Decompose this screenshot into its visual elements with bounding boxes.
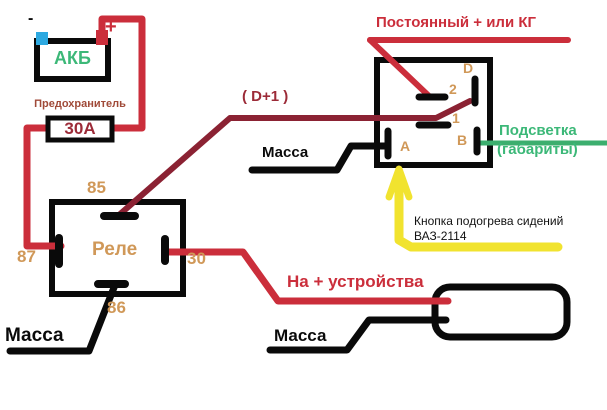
ground-label-right: Масса	[274, 326, 327, 345]
wire-ground-to-device	[266, 316, 450, 354]
relay-pin30-label: 30	[187, 249, 206, 268]
switch-pin2-label: 2	[449, 81, 457, 97]
wire-ground-to-relay86	[6, 281, 119, 355]
battery-minus-label: -	[28, 10, 34, 27]
switch-pinD-label: D	[463, 60, 474, 76]
relay-label: Реле	[92, 239, 138, 260]
battery-minus-terminal	[36, 32, 48, 45]
wire-fuse-to-relay87	[23, 124, 65, 250]
annotation-line1: Кнопка подогрева сидений	[414, 214, 564, 228]
wire-ground-to-pinA	[248, 142, 391, 174]
yellow-arrow-head-icon	[385, 165, 413, 201]
annotation-line2: ВАЗ-2114	[414, 229, 467, 243]
to-device-wire-label: На + устройства	[287, 272, 424, 291]
fuse-rating: 30А	[64, 119, 96, 138]
relay-pin85-label: 85	[87, 178, 106, 197]
wire-battery-to-fuse	[98, 15, 146, 132]
relay-pin86-label: 86	[107, 298, 126, 317]
yellow-arrow-shaft	[394, 178, 563, 252]
battery-plus-label: +	[105, 16, 117, 38]
backlight-label-line2: (габариты)	[497, 141, 578, 158]
wire-permanent-plus-to-pin2	[367, 37, 432, 99]
ground-label-left: Масса	[5, 325, 64, 346]
switch-pinB-label: B	[457, 132, 468, 148]
dplus-wire-label: ( D+1 )	[242, 88, 289, 105]
wire-relay30-to-device	[162, 248, 452, 305]
fuse-body	[45, 115, 115, 143]
permanent-plus-label: Постоянный + или КГ	[376, 14, 536, 31]
fuse-title: Предохранитель	[34, 98, 126, 110]
switch-body	[374, 57, 493, 168]
switch-pinA-label: A	[400, 138, 411, 154]
battery-label: АКБ	[54, 48, 91, 68]
battery-plus-terminal	[96, 30, 108, 45]
backlight-label-line1: Подсветка	[499, 122, 577, 139]
wire-dplus-85-to-D	[116, 98, 473, 218]
switch-pin1-label: 1	[452, 110, 460, 126]
relay-pin87-label: 87	[17, 247, 36, 266]
ground-label-middle: Масса	[262, 144, 309, 161]
device-body	[431, 283, 571, 341]
battery-body	[34, 38, 111, 82]
